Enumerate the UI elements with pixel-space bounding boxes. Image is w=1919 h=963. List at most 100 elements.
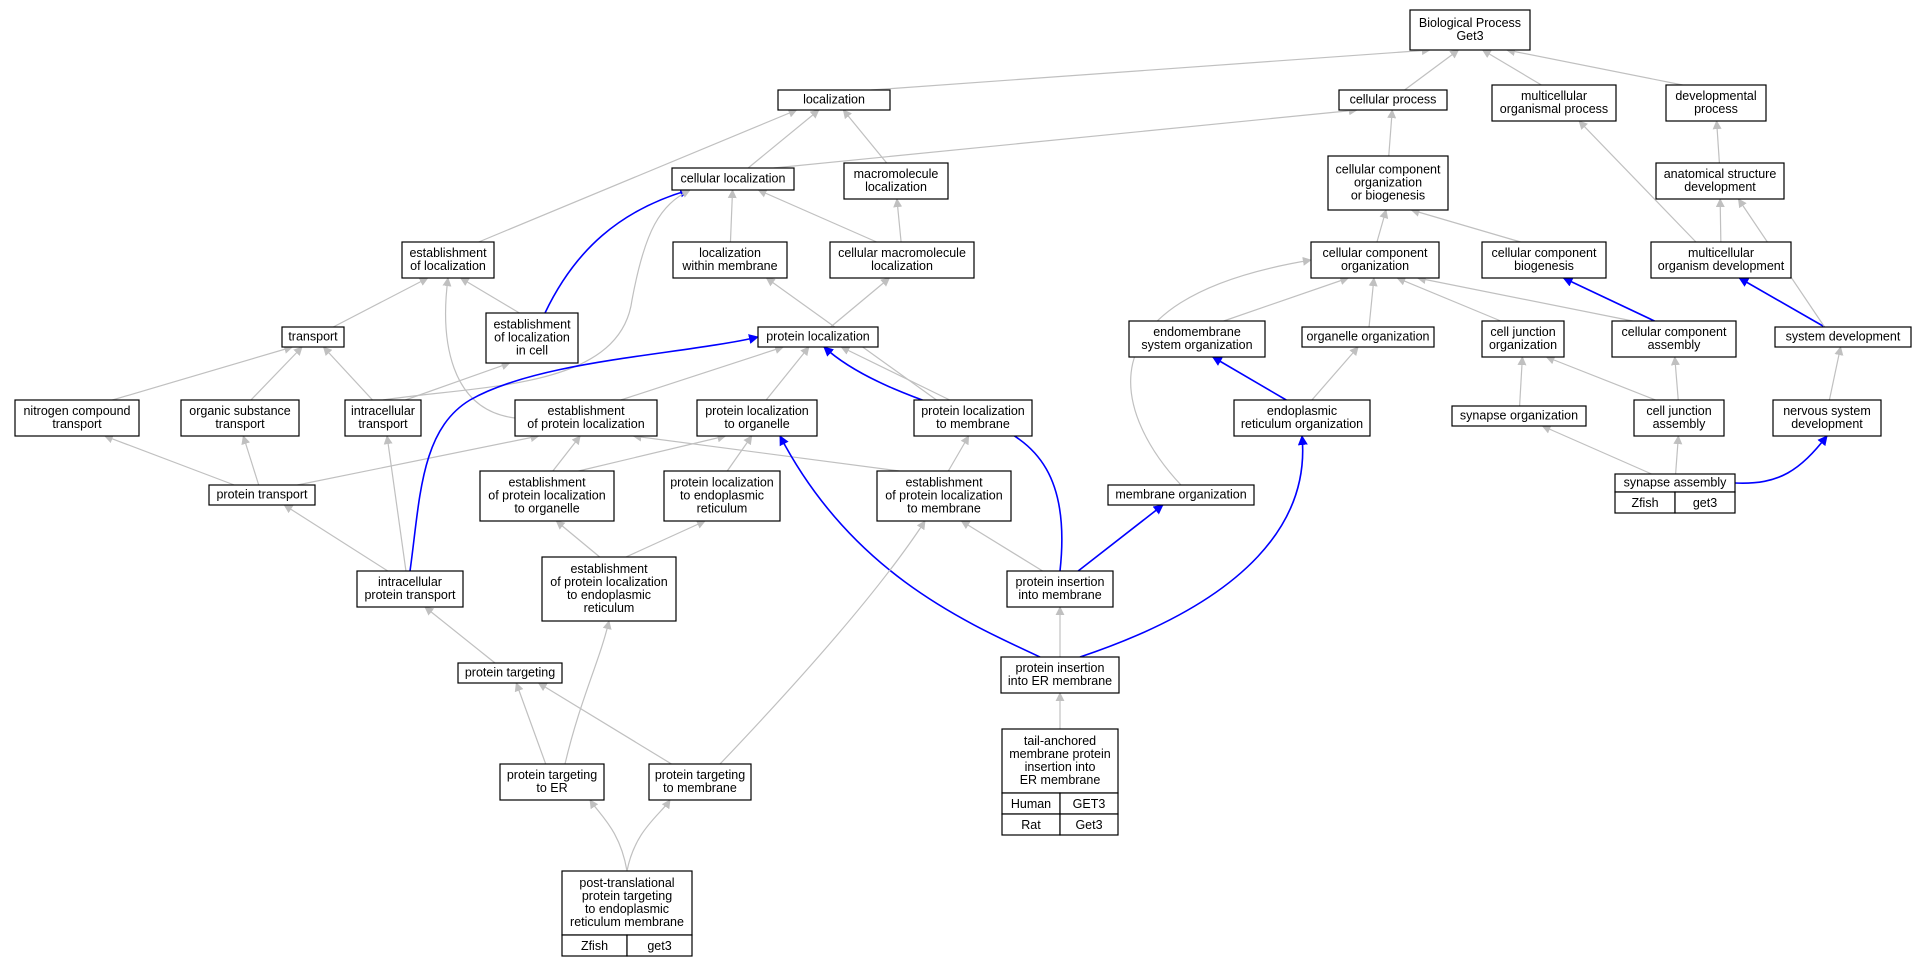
term-box [1772, 399, 1882, 437]
term-label-line: into ER membrane [1008, 674, 1112, 688]
go-term-cellular-process[interactable]: cellular process [1338, 89, 1448, 111]
term-label-line: multicellular [1521, 89, 1587, 103]
edge-establishment-to-er-to-establishment-to-organelle [555, 520, 601, 558]
edge-synapse-assembly-to-cell-junction-assembly [1673, 435, 1683, 475]
edge-intracellular-protein-transport-to-protein-localization [409, 334, 759, 572]
go-term-transport[interactable]: transport [281, 326, 345, 348]
edge-er-organization-to-endomembrane-system-organization [1211, 356, 1287, 401]
term-label-line: endomembrane [1153, 325, 1241, 339]
term-label-line: Get3 [1456, 29, 1483, 43]
term-box [1665, 84, 1767, 122]
edge-intracellular-protein-transport-to-protein-transport [283, 504, 389, 572]
term-label-line: organelle organization [1306, 330, 1429, 344]
edge-establishment-to-membrane-to-protein-localization-to-membrane [947, 435, 970, 472]
gene-symbol: GET3 [1073, 797, 1106, 811]
term-label-line: cellular macromolecule [838, 246, 966, 260]
term-box [541, 556, 677, 622]
term-label-line: multicellular [1688, 246, 1754, 260]
edge-intracellular-transport-to-transport [322, 346, 373, 401]
go-term-protein-targeting[interactable]: protein targeting [457, 662, 563, 684]
go-term-system-development[interactable]: system development [1774, 326, 1912, 348]
term-label-line: establishment [409, 246, 487, 260]
edge-cellular-localization-to-localization [747, 109, 820, 169]
species-cell: Human [1001, 792, 1061, 815]
term-label-line: cell junction [1646, 404, 1711, 418]
edge-protein-insertion-into-membrane-to-protein-localization [823, 346, 1063, 572]
go-term-localization[interactable]: localization [777, 89, 891, 111]
go-term-organelle-organization[interactable]: organelle organization [1301, 326, 1435, 348]
term-label-line: to organelle [514, 502, 579, 516]
term-box [671, 167, 795, 191]
term-label-line: localization [865, 180, 927, 194]
go-term-cellular-localization[interactable]: cellular localization [671, 167, 795, 191]
edge-establishment-of-protein-localization-to-protein-localization [620, 345, 785, 401]
go-term-protein-transport[interactable]: protein transport [208, 484, 316, 506]
edge-macromolecule-localization-to-localization [842, 109, 888, 164]
term-label-line: intracellular [378, 575, 442, 589]
gene-symbol: get3 [647, 939, 671, 953]
edge-cellular-localization-to-cellular-process [773, 106, 1358, 169]
edge-protein-insertion-into-er-membrane-to-protein-localization-to-organelle [779, 435, 1041, 658]
term-box [344, 399, 422, 437]
term-label-line: development [1684, 180, 1756, 194]
term-label-line: establishment [905, 476, 983, 490]
go-term-protein-localization[interactable]: protein localization [757, 326, 879, 348]
gene-cell: Get3 [1059, 813, 1119, 836]
term-label-line: organismal process [1500, 102, 1608, 116]
edge-protein-localization-to-er-to-protein-localization-to-organelle [726, 435, 753, 472]
term-label-line: establishment [508, 476, 586, 490]
gene-cell: GET3 [1059, 792, 1119, 815]
go-term-synapse-organization[interactable]: synapse organization [1451, 405, 1587, 427]
term-box [1650, 241, 1792, 279]
term-label-line: protein insertion [1016, 575, 1105, 589]
edge-protein-localization-to-membrane-to-protein-localization [840, 346, 951, 401]
edge-protein-insertion-into-membrane-to-establishment-to-membrane [960, 520, 1043, 572]
go-term-membrane-organization[interactable]: membrane organization [1107, 484, 1255, 506]
edge-protein-localization-to-organelle-to-protein-localization [765, 346, 810, 401]
term-box [1774, 326, 1912, 348]
term-label-line: biogenesis [1514, 259, 1574, 273]
edge-cellular-process-to-bp [1404, 49, 1460, 91]
term-label-line: of protein localization [550, 575, 667, 589]
term-box [777, 89, 891, 111]
annotation-fill [626, 934, 693, 957]
edge-protein-targeting-to-membrane-to-establishment-to-membrane [719, 520, 926, 765]
